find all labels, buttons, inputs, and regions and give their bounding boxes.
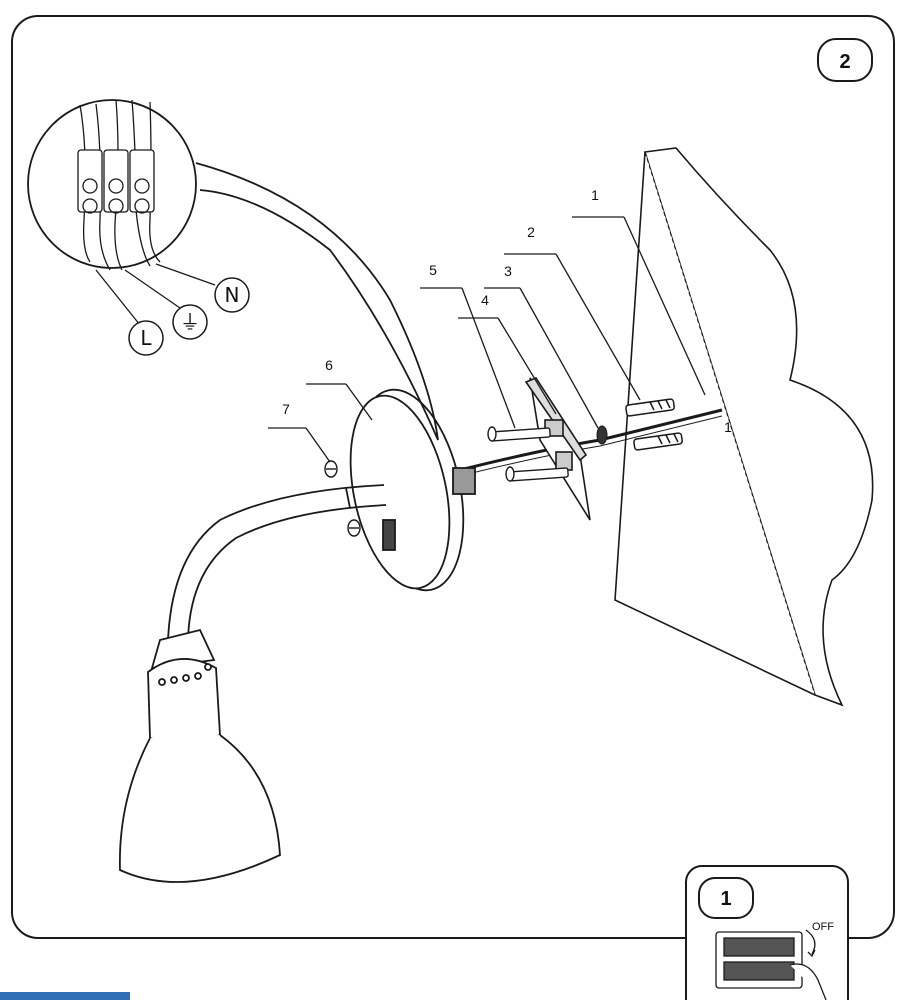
step-number-inset: 1: [720, 888, 731, 910]
callout-1-wall: 1: [724, 419, 732, 435]
wire-label-neutral: N: [225, 283, 240, 307]
bracket-screws: [487, 426, 569, 482]
switch-off-label: OFF: [812, 921, 834, 933]
part-callouts: [268, 216, 706, 463]
terminal-zoom: [27, 99, 439, 441]
step-badge-main: 2: [817, 38, 873, 82]
wall-plugs: [625, 398, 683, 451]
grommet: [596, 425, 608, 445]
lamp-canopy: [349, 388, 476, 592]
mounting-bracket: [524, 377, 591, 521]
callout-7: 7: [282, 401, 290, 417]
wall: [614, 147, 874, 707]
callout-4: 4: [481, 292, 489, 308]
callout-1: 1: [591, 187, 599, 203]
wire-labels: L ⏚ N: [95, 263, 250, 356]
accent-bar: [0, 992, 130, 1000]
callout-3: 3: [504, 263, 512, 279]
wire-label-earth: ⏚: [180, 310, 200, 334]
canopy-screws: [324, 460, 361, 537]
callout-2: 2: [527, 224, 535, 240]
step-number-main: 2: [839, 51, 850, 73]
flexible-arm: [167, 484, 387, 641]
wire-label-live: L: [140, 326, 152, 350]
callout-5: 5: [429, 262, 437, 278]
lamp-head: [119, 628, 281, 883]
callout-6: 6: [325, 357, 333, 373]
breaker-switch: [715, 929, 827, 1000]
step-1-inset: 1 OFF: [685, 865, 849, 1000]
